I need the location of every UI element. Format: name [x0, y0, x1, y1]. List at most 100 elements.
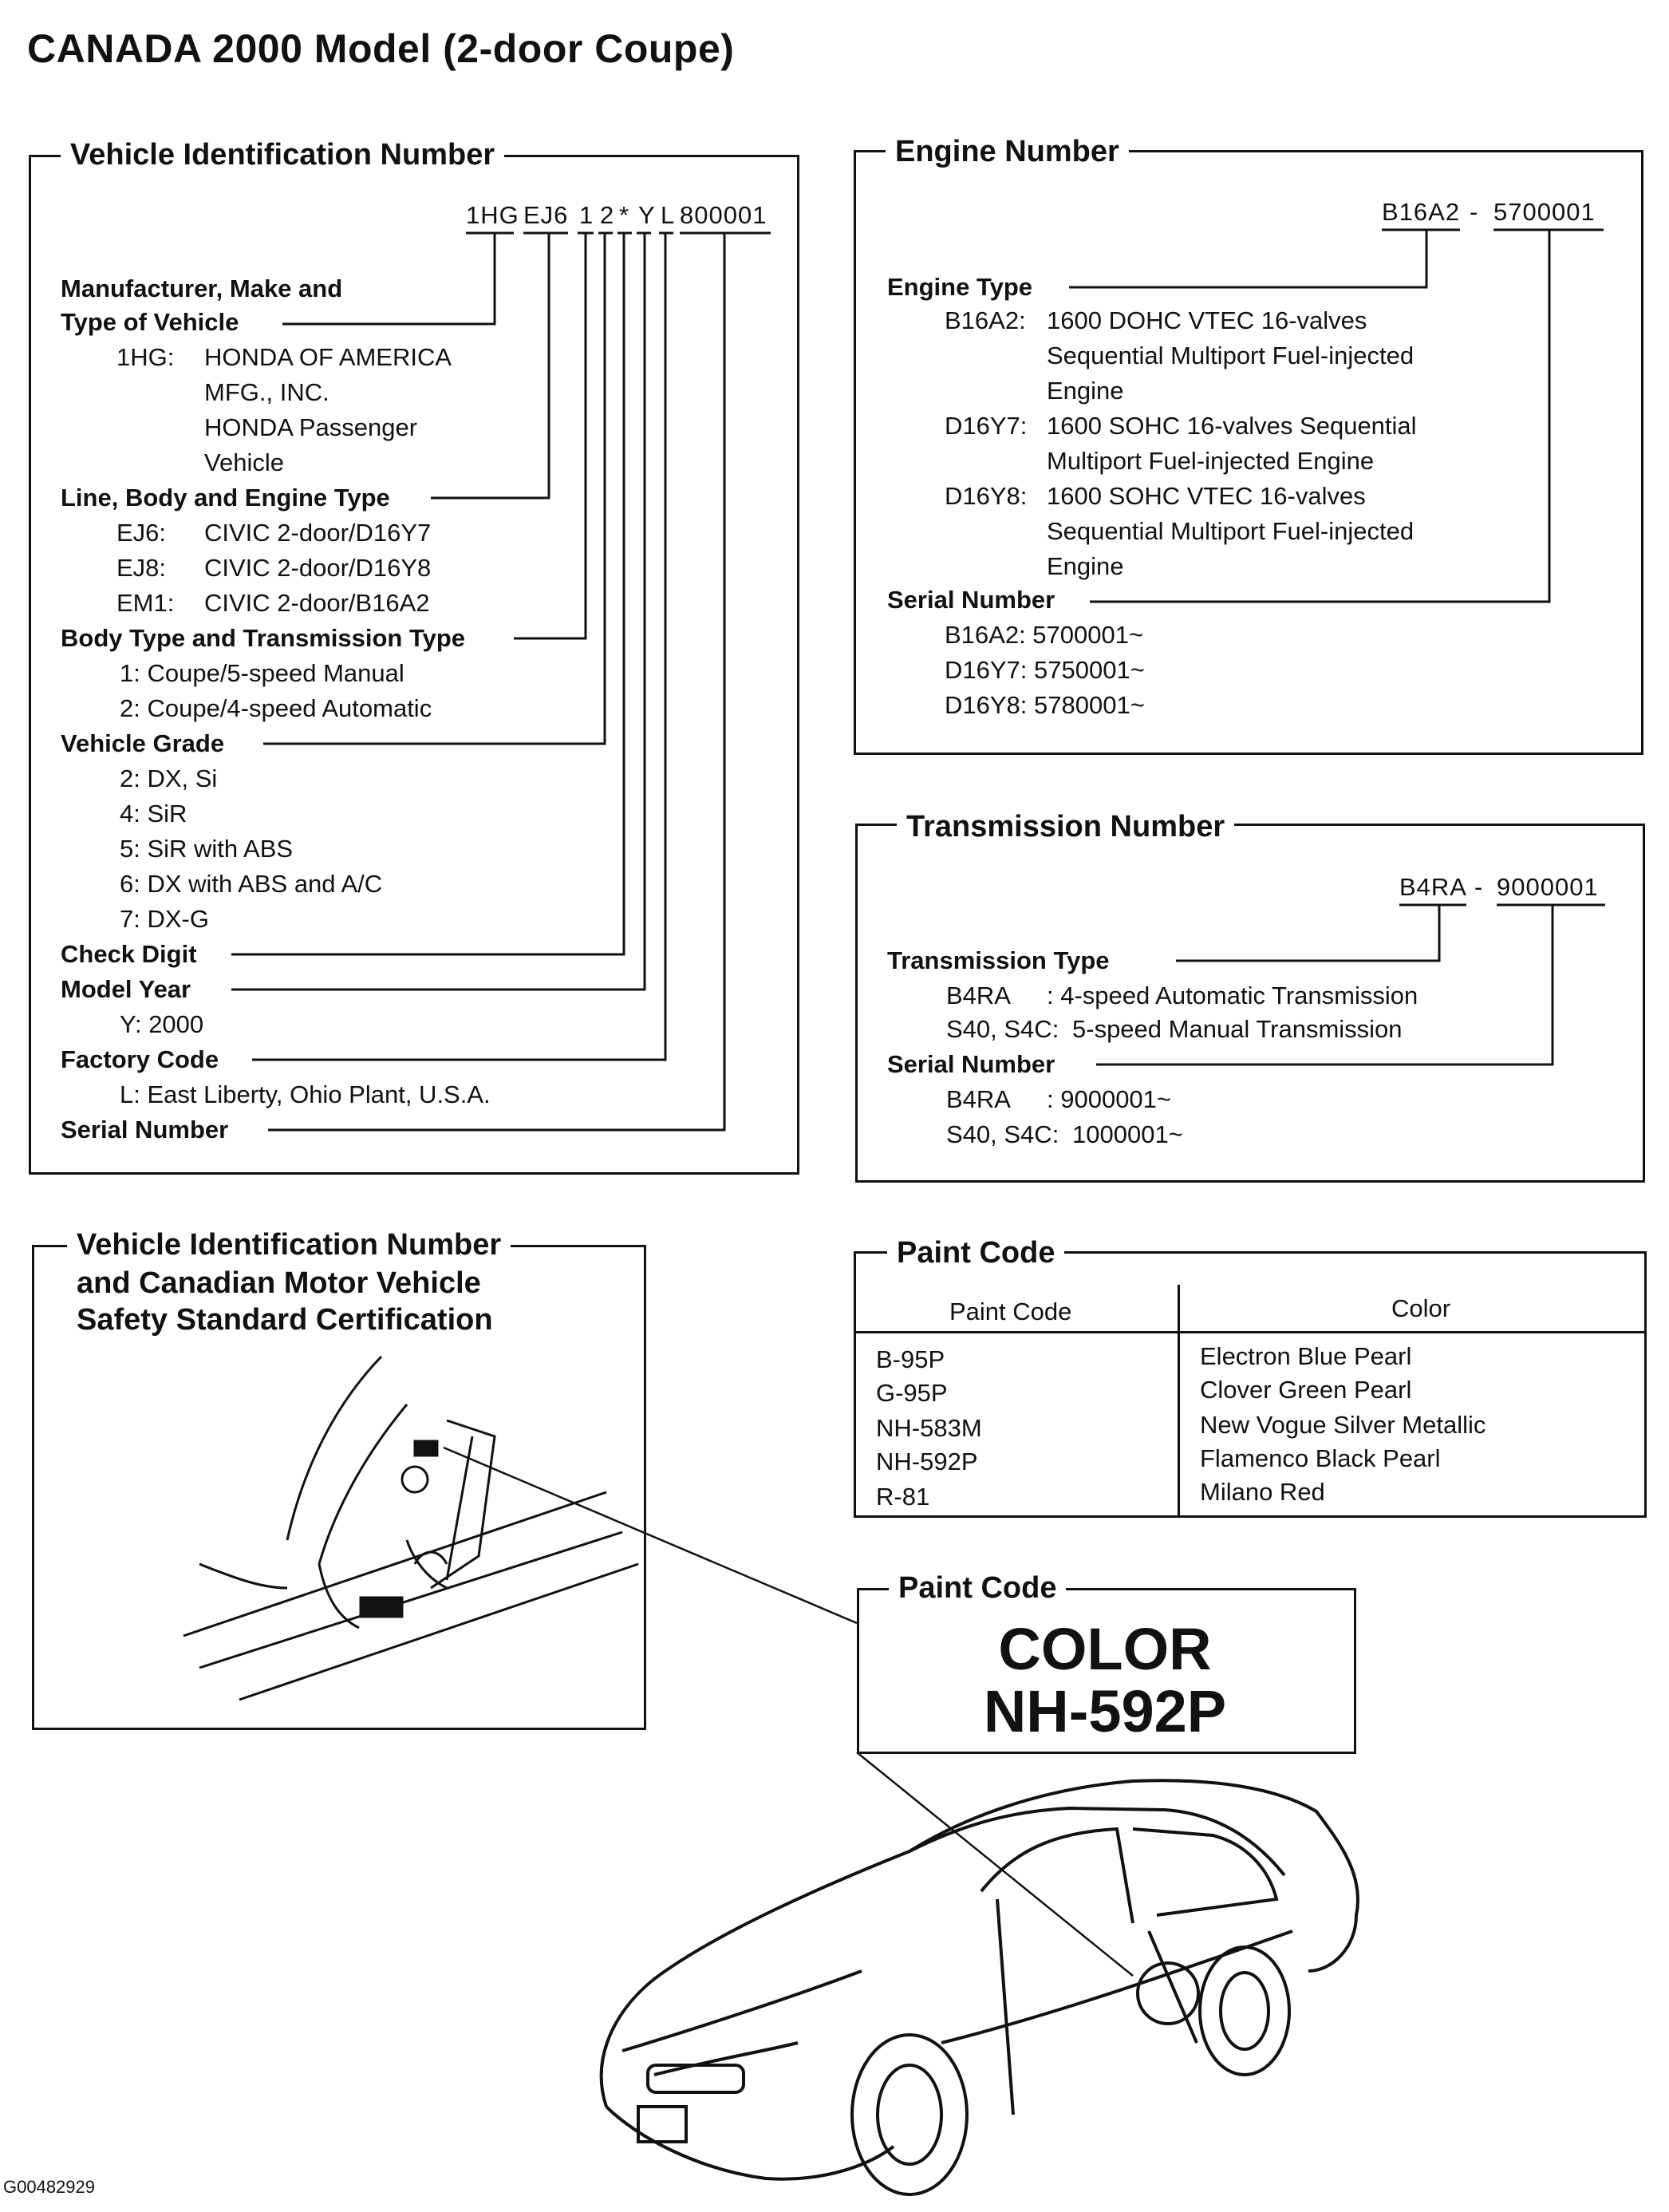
transmission-connectors	[1096, 903, 1605, 1066]
engine-type-line: Multiport Fuel-injected Engine	[1047, 447, 1375, 475]
paint-label-heading: Paint Code	[889, 1570, 1067, 1606]
paint-table-code: NH-592P	[876, 1448, 978, 1475]
vin-label-line-body-engine: Line, Body and Engine Type	[61, 484, 390, 512]
paint-table-col-divider	[1178, 1285, 1180, 1518]
vin-item: 1: Coupe/5-speed Manual	[120, 659, 404, 687]
transmission-serial-code: B4RA	[946, 1085, 1011, 1113]
engine-serial: B16A2: 5700001~	[945, 621, 1144, 649]
vin-item-code: EJ6:	[116, 519, 167, 547]
vin-item: L: East Liberty, Ohio Plant, U.S.A.	[120, 1080, 491, 1108]
vin-label-factory-code: Factory Code	[61, 1045, 219, 1073]
engine-connectors	[1069, 228, 1604, 603]
vin-item: CIVIC 2-door/D16Y8	[204, 554, 432, 582]
vin-label-body-transmission: Body Type and Transmission Type	[61, 624, 466, 652]
vin-item: Y: 2000	[120, 1010, 204, 1038]
paint-label-code: NH-592P	[983, 1678, 1227, 1744]
paint-table-code: R-81	[876, 1483, 930, 1511]
vin-item: 2: DX, Si	[120, 764, 218, 792]
transmission-code-dash: -	[1474, 873, 1484, 901]
pointer-lines	[443, 1446, 1134, 1977]
paint-label-color: COLOR	[998, 1616, 1212, 1682]
engine-heading: Engine Number	[886, 134, 1129, 169]
engine-code-serial: 5700001	[1493, 198, 1596, 226]
paint-label-box	[857, 1588, 1356, 1754]
vin-heading: Vehicle Identification Number	[61, 137, 505, 172]
transmission-type-text: 5-speed Manual Transmission	[1072, 1015, 1403, 1043]
transmission-heading: Transmission Number	[897, 809, 1235, 844]
vin-item: 6: DX with ABS and A/C	[120, 870, 383, 898]
vin-code-check: *	[619, 201, 630, 229]
transmission-type-code: B4RA	[946, 982, 1011, 1009]
vin-item: 5: SiR with ABS	[120, 835, 294, 863]
transmission-box	[855, 824, 1645, 1183]
engine-type-line: Sequential Multiport Fuel-injected	[1047, 517, 1415, 545]
paint-table-color: Flamenco Black Pearl	[1200, 1444, 1441, 1472]
door-jamb-illustration	[183, 1355, 639, 1701]
figure-id: G00482929	[3, 2177, 95, 2197]
vin-code-1hg-label: 1HG:	[116, 343, 175, 371]
paint-table-code: NH-583M	[876, 1414, 982, 1442]
transmission-type-code: S40, S4C:	[946, 1015, 1059, 1043]
vin-label-serial-number: Serial Number	[61, 1116, 229, 1144]
transmission-code-type: B4RA	[1399, 873, 1467, 901]
engine-code-type: B16A2	[1382, 198, 1461, 226]
engine-type-line: Sequential Multiport Fuel-injected	[1047, 342, 1415, 369]
engine-box	[854, 150, 1643, 755]
transmission-serial-text: 1000001~	[1072, 1120, 1183, 1148]
vin-label-manufacturer: Manufacturer, Make and	[61, 275, 343, 302]
vin-label-model-year: Model Year	[61, 975, 191, 1003]
certification-heading-2: and Canadian Motor Vehicle	[67, 1266, 491, 1301]
vin-item-code: EM1:	[116, 589, 175, 617]
paint-table-color: Clover Green Pearl	[1200, 1376, 1412, 1404]
vin-item: CIVIC 2-door/B16A2	[204, 589, 430, 617]
engine-type-line: Engine	[1047, 552, 1124, 580]
engine-serial-label: Serial Number	[887, 586, 1055, 614]
paint-table-color: New Vogue Silver Metallic	[1200, 1411, 1486, 1439]
engine-type-label: Engine Type	[887, 273, 1033, 301]
engine-type-code: B16A2:	[945, 306, 1026, 334]
transmission-serial-label: Serial Number	[887, 1050, 1055, 1078]
engine-type-line: Engine	[1047, 377, 1124, 405]
engine-type-line: 1600 DOHC VTEC 16-valves	[1047, 306, 1367, 334]
vin-label-manufacturer-2: Type of Vehicle	[61, 308, 239, 336]
vin-code-grade: 2	[600, 201, 615, 229]
vin-item: 2: Coupe/4-speed Automatic	[120, 694, 432, 722]
car-illustration	[599, 1779, 1359, 2196]
vin-item-code: EJ8:	[116, 554, 167, 582]
engine-serial: D16Y8: 5780001~	[945, 691, 1145, 719]
certification-heading-1: Vehicle Identification Number	[67, 1227, 511, 1262]
paint-table-heading: Paint Code	[887, 1235, 1065, 1270]
vin-code-1hg: 1HG	[466, 201, 519, 229]
vin-item: CIVIC 2-door/D16Y7	[204, 519, 432, 547]
transmission-type-text: : 4-speed Automatic Transmission	[1047, 982, 1418, 1009]
vin-label-vehicle-grade: Vehicle Grade	[61, 729, 225, 757]
vin-code-body: 1	[579, 201, 594, 229]
vin-item: MFG., INC.	[204, 378, 329, 406]
paint-table-col-header-color: Color	[1391, 1294, 1451, 1322]
paint-table-code: B-95P	[876, 1345, 945, 1373]
vin-connectors	[231, 231, 771, 1132]
paint-table-color: Milano Red	[1200, 1478, 1325, 1506]
vin-item: HONDA OF AMERICA	[204, 343, 452, 371]
engine-type-line: 1600 SOHC 16-valves Sequential	[1047, 412, 1417, 440]
transmission-code-serial: 9000001	[1497, 873, 1599, 901]
engine-serial: D16Y7: 5750001~	[945, 656, 1145, 684]
page-title: CANADA 2000 Model (2-door Coupe)	[27, 26, 735, 71]
vin-label-check-digit: Check Digit	[61, 940, 197, 968]
transmission-type-label: Transmission Type	[887, 946, 1110, 974]
paint-table-box	[854, 1251, 1647, 1518]
engine-type-line: 1600 SOHC VTEC 16-valves	[1047, 482, 1366, 510]
paint-table-color: Electron Blue Pearl	[1200, 1342, 1412, 1370]
vin-item: 4: SiR	[120, 800, 187, 828]
engine-type-code: D16Y8:	[945, 482, 1028, 510]
certification-heading-3: Safety Standard Certification	[67, 1302, 503, 1337]
vin-code-factory: L	[661, 201, 676, 229]
engine-code-dash: -	[1470, 198, 1479, 226]
paint-table-code: G-95P	[876, 1379, 948, 1407]
vin-item: Vehicle	[204, 448, 284, 476]
transmission-serial-text: : 9000001~	[1047, 1085, 1172, 1113]
vin-item: 7: DX-G	[120, 905, 209, 933]
paint-table-header-divider	[854, 1331, 1647, 1333]
vin-code-serial: 800001	[680, 201, 767, 229]
